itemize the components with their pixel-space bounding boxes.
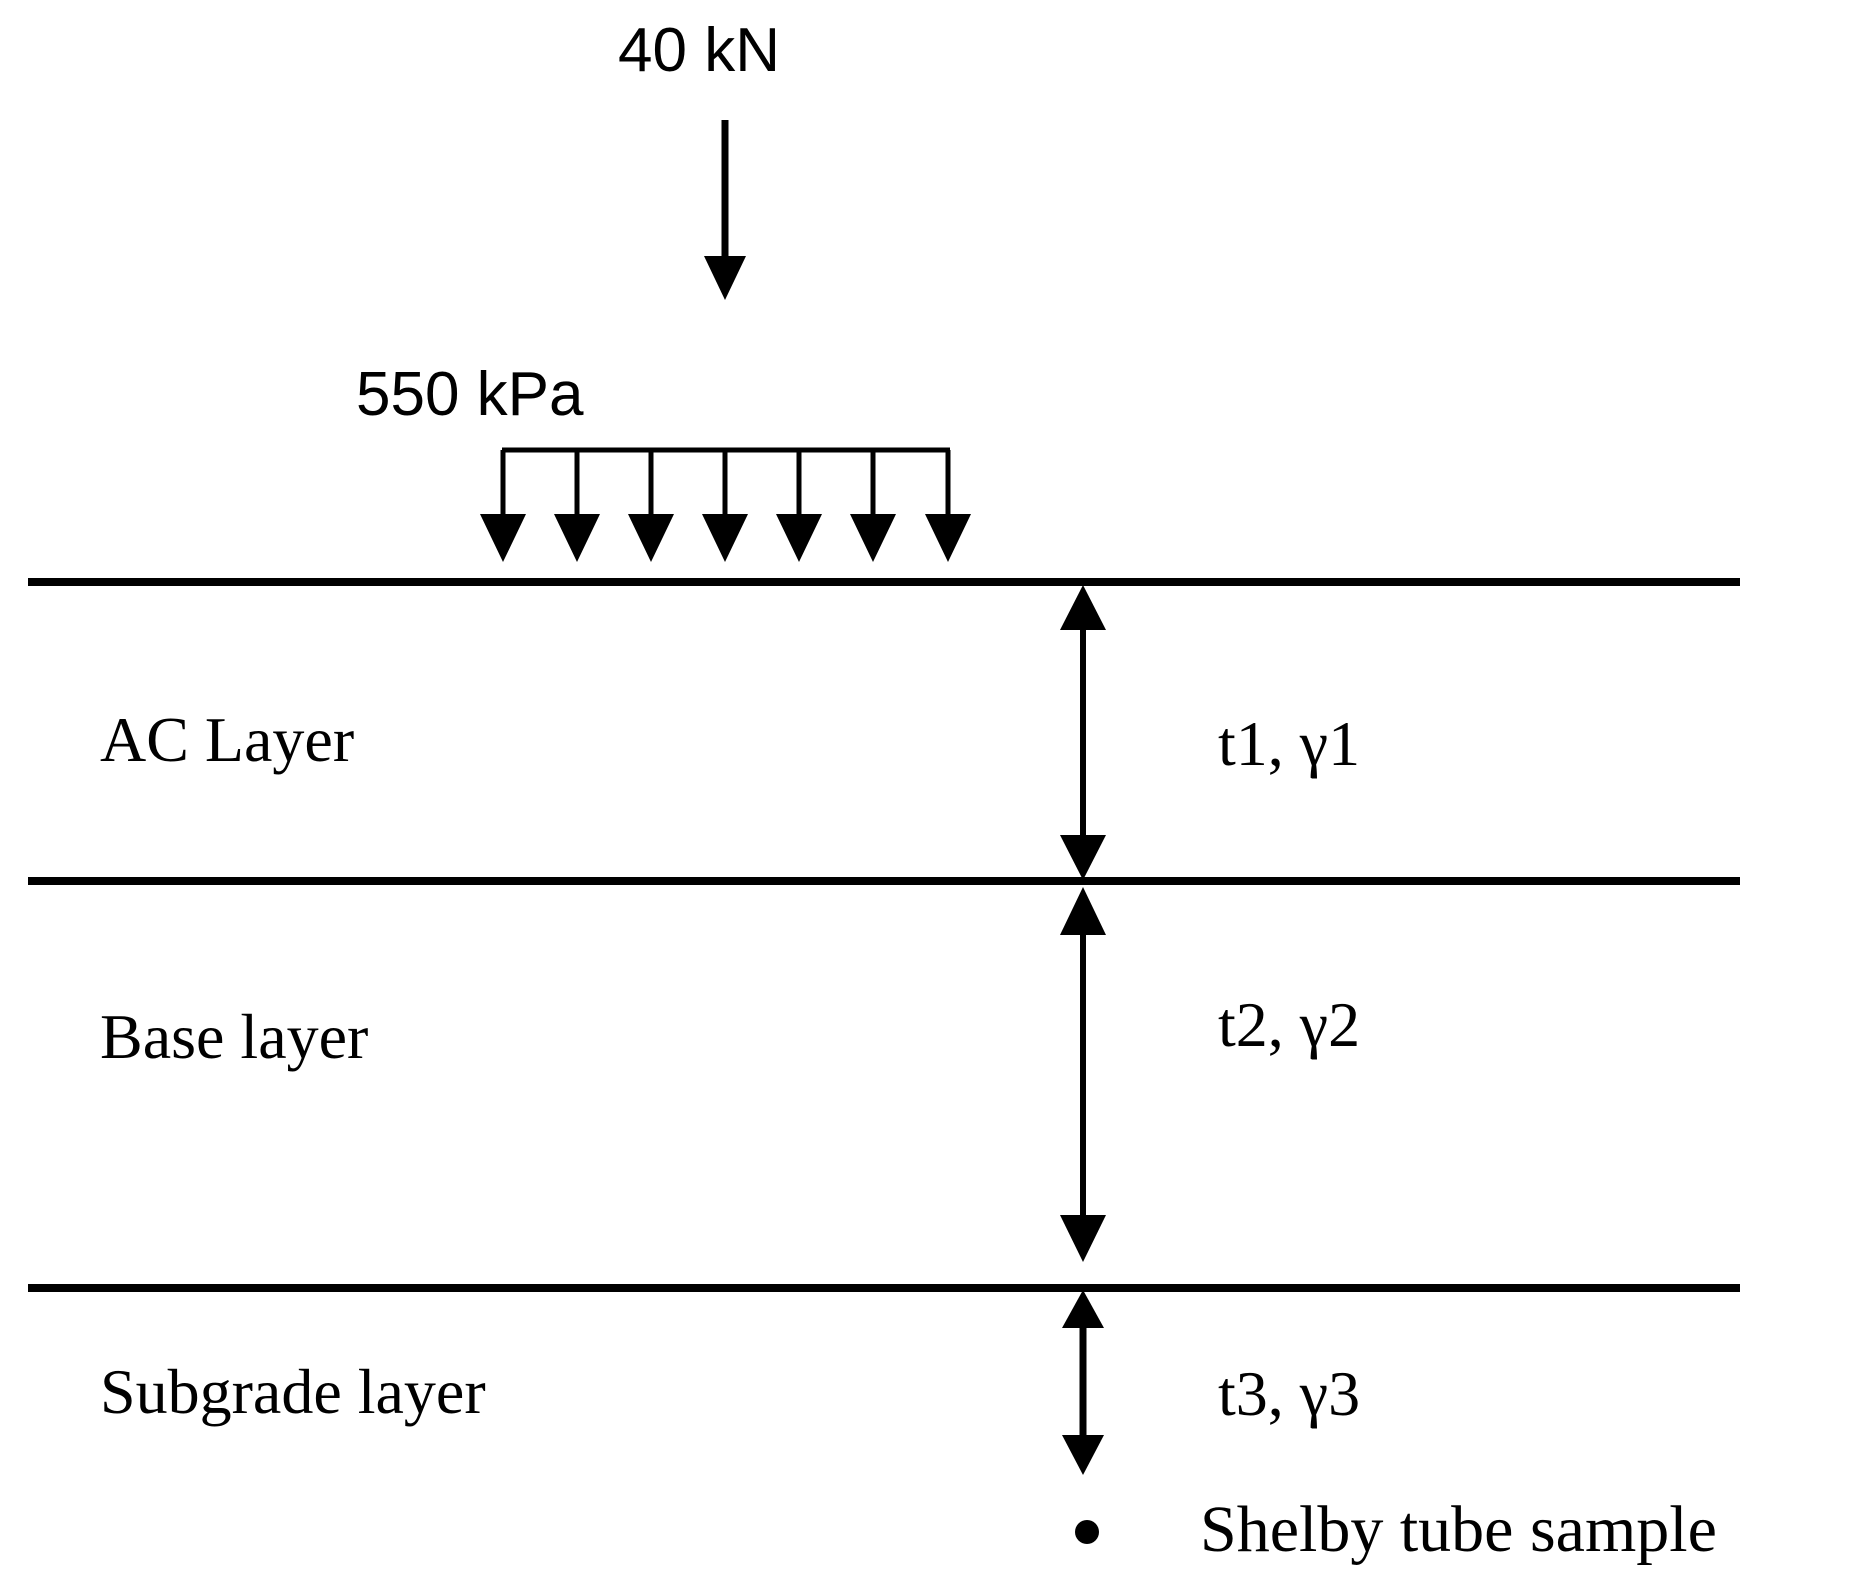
- pressure-arrow: [925, 450, 971, 562]
- ac-layer-properties: t1, γ1: [1218, 708, 1361, 779]
- subgrade-thickness-arrow: [1062, 1290, 1104, 1475]
- pressure-arrow: [628, 450, 674, 562]
- pressure-arrow: [776, 450, 822, 562]
- base-thickness-arrow: [1060, 887, 1106, 1262]
- ac-thickness-arrow: [1060, 585, 1106, 880]
- ac-layer-label: AC Layer: [100, 704, 355, 775]
- distributed-load-arrows: [480, 447, 971, 562]
- subgrade-layer-label: Subgrade layer: [100, 1356, 486, 1427]
- sample-label: Shelby tube sample: [1200, 1493, 1717, 1566]
- tire-pressure-label: 550 kPa: [356, 360, 584, 429]
- base-layer-properties: t2, γ2: [1218, 989, 1361, 1060]
- sample-point-marker: [1075, 1520, 1099, 1544]
- pressure-arrow: [480, 450, 526, 562]
- subgrade-layer-properties: t3, γ3: [1218, 1358, 1361, 1429]
- point-load-arrow: [704, 120, 746, 300]
- base-layer-label: Base layer: [100, 1001, 369, 1072]
- point-load-label: 40 kN: [618, 16, 780, 85]
- pressure-arrow: [554, 450, 600, 562]
- pressure-arrow: [850, 450, 896, 562]
- pressure-arrow: [702, 450, 748, 562]
